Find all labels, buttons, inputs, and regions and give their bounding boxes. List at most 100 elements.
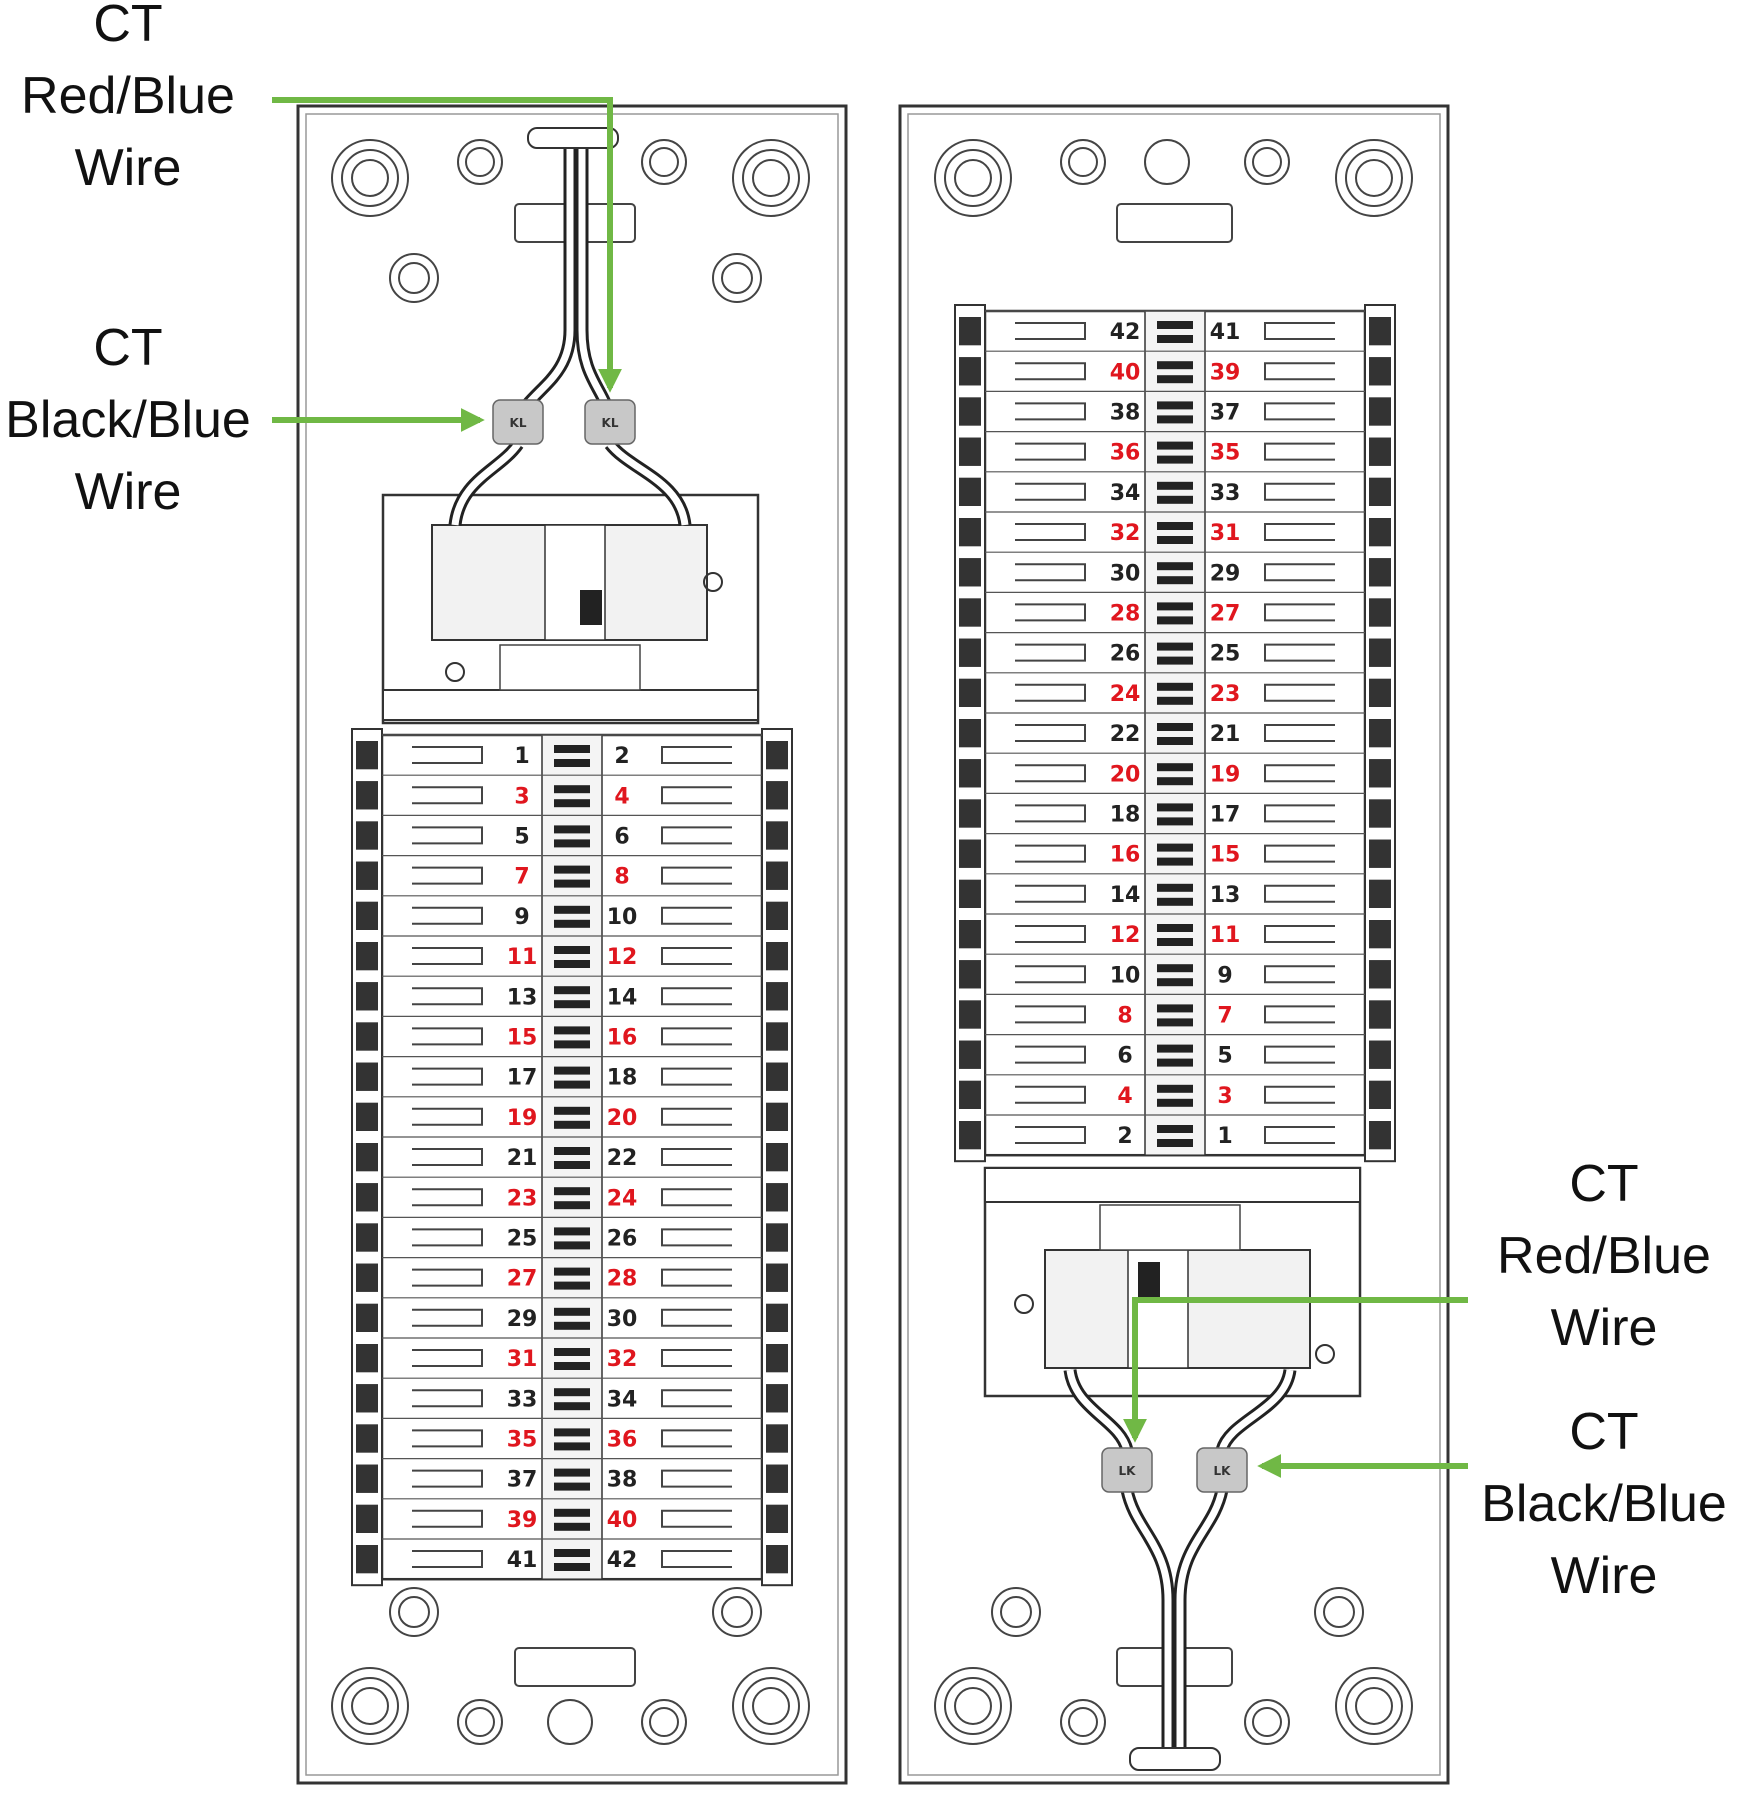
right-circuit-number: 10 [1110, 963, 1141, 988]
right-circuit-number: 11 [1210, 923, 1241, 948]
right-circuit-number: 41 [1210, 320, 1241, 345]
right-circuit-number: 39 [1210, 360, 1241, 385]
left-circuit-number: 35 [507, 1428, 538, 1453]
right-connector-red-text: LK [1119, 1464, 1137, 1478]
left-circuit-number: 27 [507, 1267, 538, 1292]
left-circuit-number: 19 [507, 1106, 538, 1131]
left-circuit-number: 20 [607, 1106, 638, 1131]
left-circuit-number: 7 [514, 865, 529, 890]
left-circuit-number: 8 [614, 865, 629, 890]
right-circuit-number: 37 [1210, 401, 1241, 426]
left-circuit-number: 23 [507, 1186, 538, 1211]
right-circuit-number: 9 [1217, 963, 1232, 988]
left-circuit-number: 4 [614, 784, 629, 809]
right-circuit-number: 32 [1110, 521, 1141, 546]
right-circuit-number: 4 [1117, 1084, 1132, 1109]
right-circuit-number: 13 [1210, 883, 1241, 908]
left-circuit-number: 25 [507, 1227, 538, 1252]
right-circuit-number: 6 [1117, 1044, 1132, 1069]
right-circuit-number: 33 [1210, 481, 1241, 506]
left-circuit-number: 15 [507, 1026, 538, 1051]
right-circuit-number: 2 [1117, 1124, 1132, 1149]
right-circuit-number: 42 [1110, 320, 1141, 345]
left-circuit-number: 30 [607, 1307, 638, 1332]
left-circuit-number: 34 [607, 1387, 638, 1412]
right-circuit-number: 5 [1217, 1044, 1232, 1069]
right-circuit-number: 15 [1210, 843, 1241, 868]
left-circuit-number: 11 [507, 945, 538, 970]
left-circuit-number: 1 [514, 744, 529, 769]
annotation-arrows [272, 97, 1468, 1478]
left-circuit-number: 9 [514, 905, 529, 930]
right-circuit-number: 16 [1110, 843, 1141, 868]
left-knockouts-bottom [331, 1587, 810, 1745]
left-circuit-number: 22 [607, 1146, 638, 1171]
right-red-arrow [1123, 1297, 1468, 1443]
right-circuit-number: 34 [1110, 481, 1141, 506]
left-circuit-number: 41 [507, 1548, 538, 1573]
right-circuit-number: 26 [1110, 642, 1141, 667]
right-circuit-number: 17 [1210, 803, 1241, 828]
right-circuit-number: 8 [1117, 1004, 1132, 1029]
right-circuit-number: 36 [1110, 441, 1141, 466]
right-circuit-number: 30 [1110, 561, 1141, 586]
right-ct-connector-red: LK [1101, 1447, 1153, 1493]
left-circuit-number: 10 [607, 905, 638, 930]
right-circuit-number: 22 [1110, 722, 1141, 747]
left-circuit-number: 28 [607, 1267, 638, 1292]
left-main-breaker [381, 493, 760, 725]
right-circuit-number: 1 [1217, 1124, 1232, 1149]
right-circuit-number: 18 [1110, 803, 1141, 828]
right-circuit-number: 20 [1110, 762, 1141, 787]
left-circuit-number: 21 [507, 1146, 538, 1171]
left-circuit-number: 42 [607, 1548, 638, 1573]
right-circuit-number: 35 [1210, 441, 1241, 466]
left-circuit-number: 33 [507, 1387, 538, 1412]
right-circuit-number: 29 [1210, 561, 1241, 586]
right-circuit-number: 3 [1217, 1084, 1232, 1109]
left-circuit-number: 16 [607, 1026, 638, 1051]
left-circuit-number: 31 [507, 1347, 538, 1372]
left-circuit-number: 5 [514, 825, 529, 850]
left-circuit-number: 32 [607, 1347, 638, 1372]
left-circuit-number: 39 [507, 1508, 538, 1533]
right-circuit-number: 31 [1210, 521, 1241, 546]
right-ct-connector-black: LK [1196, 1447, 1248, 1493]
right-circuit-number: 7 [1217, 1004, 1232, 1029]
left-ct-connector-red: KL [584, 399, 636, 445]
left-circuit-number: 2 [614, 744, 629, 769]
left-circuit-number: 6 [614, 825, 629, 850]
right-circuit-number: 28 [1110, 602, 1141, 627]
left-circuit-number: 13 [507, 985, 538, 1010]
right-circuit-number: 19 [1210, 762, 1241, 787]
left-circuit-number: 14 [607, 985, 638, 1010]
left-circuit-number: 40 [607, 1508, 638, 1533]
right-circuit-number: 25 [1210, 642, 1241, 667]
left-circuit-number: 29 [507, 1307, 538, 1332]
right-circuit-number: 38 [1110, 401, 1141, 426]
right-circuit-number: 27 [1210, 602, 1241, 627]
left-red-arrow [272, 97, 622, 393]
left-circuit-number: 3 [514, 784, 529, 809]
right-circuit-number: 12 [1110, 923, 1141, 948]
left-circuit-number: 37 [507, 1468, 538, 1493]
left-circuit-number: 18 [607, 1066, 638, 1091]
left-ct-connector-black: KL [492, 399, 544, 445]
right-circuit-number: 14 [1110, 883, 1141, 908]
left-circuit-number: 26 [607, 1227, 638, 1252]
left-circuit-number: 38 [607, 1468, 638, 1493]
right-main-breaker [983, 1166, 1362, 1398]
right-circuit-number: 21 [1210, 722, 1241, 747]
left-circuit-number: 17 [507, 1066, 538, 1091]
left-knockouts-top [331, 139, 810, 303]
